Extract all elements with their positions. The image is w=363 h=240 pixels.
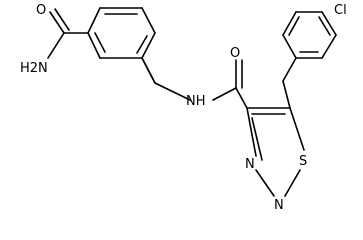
carbonyl-oxygen-label: O <box>230 46 240 61</box>
amide-nh-label: NH <box>186 94 206 109</box>
chemical-structure: O H2N NH O S N N <box>20 3 347 213</box>
chlorine-label: Cl <box>334 3 347 18</box>
ring-nitrogen-3-label: N <box>245 157 255 172</box>
anilide-linkage: NH <box>141 57 237 109</box>
ring-nitrogen-2-label: N <box>274 198 284 213</box>
chlorophenyl-ring: Cl <box>282 3 347 109</box>
benzamide-ring <box>87 7 156 59</box>
amide-oxygen-label: O <box>36 3 46 18</box>
ring-sulfur-label: S <box>299 154 307 169</box>
primary-amide-group: O H2N <box>20 3 89 76</box>
thiadiazole-ring: S N N <box>245 107 307 213</box>
carbonyl-group: O <box>230 46 248 109</box>
structure-diagram: O H2N NH O S N N <box>20 3 347 213</box>
amide-nh2-label: H2N <box>20 61 48 76</box>
